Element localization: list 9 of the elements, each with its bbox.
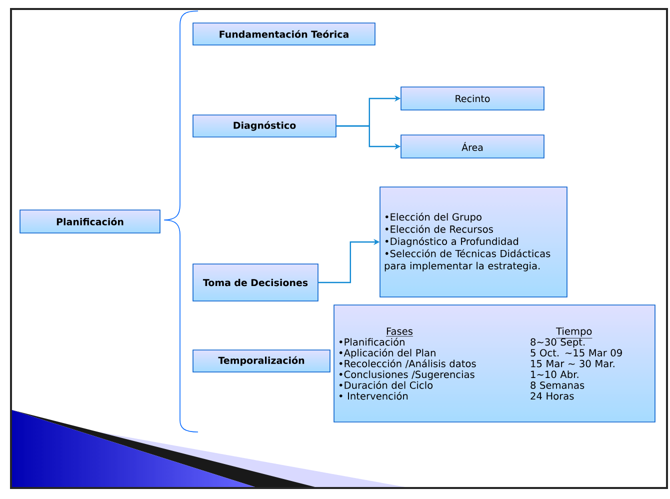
- table-box: Fases Tiempo •Planificación 8~30 Sept. •Aplicación del Plan 5 Oct. ~15 Mar 09 •Recolección /Análisis datos 15 Mar ~ 30 Mar. •Conclusiones /Sugerencias 1~10 Abr. •Duración del Ciclo 8 Semanas • Intervención 24 Horas: [334, 304, 656, 422]
- process-box: Fundamentación Teórica: [192, 22, 376, 46]
- process-box: Diagnóstico: [192, 114, 336, 138]
- process-box: Recinto: [400, 86, 544, 110]
- process-box: Planificación: [20, 210, 160, 234]
- process-box: Temporalización: [192, 350, 330, 372]
- list-box: •Elección del Grupo •Elección de Recursos •Diagnóstico a Profundidad •Selección de Técnicas Didácticas para implementar la estrategia.: [380, 186, 568, 298]
- process-box: Toma de Decisiones: [192, 264, 318, 302]
- process-box: Área: [400, 134, 544, 158]
